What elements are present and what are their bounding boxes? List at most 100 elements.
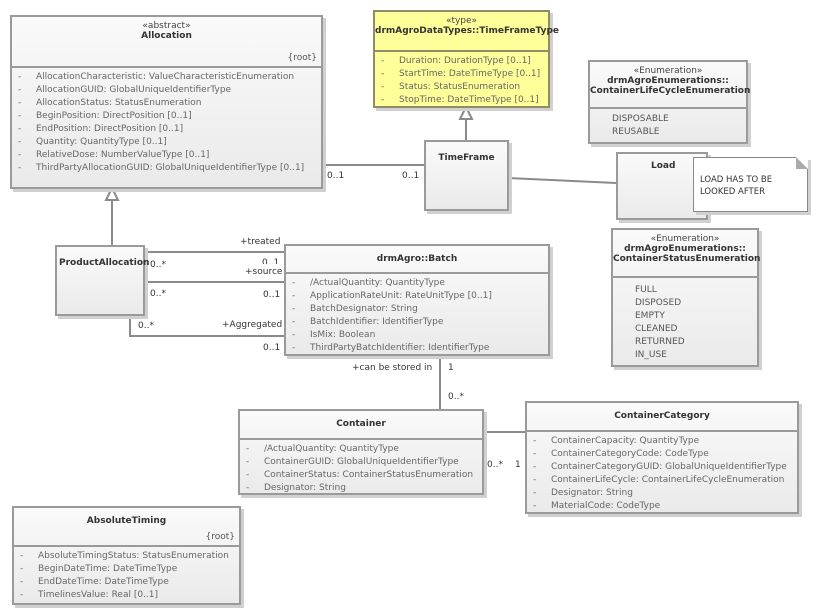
class-containercategory[interactable]: ContainerCategory -ContainerCapacity: Qu… — [525, 401, 799, 514]
class-name: Container — [336, 419, 386, 429]
role-label: +Aggregated — [222, 320, 283, 330]
attribute[interactable]: -Designator: String — [246, 482, 482, 495]
attribute[interactable]: -BatchIdentifier: IdentifierType — [292, 316, 548, 329]
multiplicity: 0..* — [448, 392, 464, 402]
attribute[interactable]: - BeginPosition: DirectPosition [0..1] — [18, 110, 321, 123]
attribute[interactable]: - ThirdPartyBatchIdentifier: IdentifierTy… — [292, 342, 548, 355]
class-name: Allocation — [141, 31, 192, 41]
visibility-marker: - — [533, 488, 537, 498]
attribute[interactable]: - IsMix: Boolean — [292, 329, 548, 342]
enum-containerstatus[interactable]: «Enumeration»drmAgroEnumerations::Contai… — [611, 228, 761, 367]
attribute[interactable]: -ContainerCategoryGUID: GlobalUniqueIden… — [533, 461, 797, 474]
enum-containerlifecycle[interactable]: «Enumeration»drmAgroEnumerations::Contai… — [588, 60, 751, 144]
visibility-marker: - — [292, 304, 296, 314]
class-productallocation[interactable]: ProductAllocation — [55, 245, 150, 316]
attribute-text: ContainerCapacity: QuantityType — [551, 436, 700, 446]
attribute[interactable]: -/ActualQuantity: QuantityType — [246, 443, 482, 456]
attribute[interactable]: -Quantity: QuantityType [0..1] — [18, 136, 321, 149]
attribute-text: Status: StatusEnumeration — [399, 82, 521, 92]
visibility-marker: - — [20, 564, 24, 574]
attribute[interactable]: -RelativeDose: NumberValueType [0..1] — [18, 149, 321, 162]
attribute-text: IsMix: Boolean — [310, 330, 376, 340]
visibility-marker: - — [533, 462, 537, 472]
attribute[interactable]: -ApplicationRateUnit: RateUnitType [0..1… — [292, 290, 548, 303]
enum-name: ContainerLifeCycleEnumeration — [590, 86, 751, 96]
attribute[interactable]: -TimelinesValue: Real [0..1] — [20, 589, 239, 602]
attribute-text: EndPosition: DirectPosition [0..1] — [36, 124, 184, 134]
attribute[interactable]: -EndDateTime: DateTimeType — [20, 576, 239, 589]
role-label: +can be stored in — [352, 363, 433, 373]
attribute[interactable]: -ContainerCapacity: QuantityType — [533, 435, 797, 448]
visibility-marker: - — [18, 111, 22, 121]
class-name: AbsoluteTiming — [86, 516, 167, 526]
attribute[interactable]: - Designator: String — [533, 487, 797, 500]
attribute[interactable]: -AllocationCharacteristic: ValueCharacte… — [18, 71, 321, 84]
class-name: ProductAllocation — [59, 258, 150, 268]
visibility-marker: - — [533, 449, 537, 459]
enum-name: ContainerStatusEnumeration — [613, 254, 761, 264]
visibility-marker: - — [20, 577, 24, 587]
attribute[interactable]: -AllocationGUID: GlobalUniqueIdentifierT… — [18, 84, 321, 97]
attribute[interactable]: -Status: StatusEnumeration — [381, 81, 548, 94]
multiplicity: 1 — [515, 460, 521, 470]
attribute[interactable]: -AbsoluteTimingStatus: StatusEnumeration — [20, 550, 239, 563]
attribute[interactable]: - ContainerLifeCycle: ContainerLifeCycleE… — [533, 474, 797, 487]
class-allocation[interactable]: «abstract»Allocation{root} -AllocationCh… — [10, 15, 323, 189]
visibility-marker: - — [292, 330, 296, 340]
attribute[interactable]: -ContainerCategoryCode: CodeType — [533, 448, 797, 461]
visibility-marker: - — [533, 501, 537, 511]
class-name: ContainerCategory — [614, 411, 710, 421]
attribute-text: Quantity: QuantityType [0..1] — [36, 137, 167, 147]
class-absolutetiming[interactable]: AbsoluteTiming{root} -AbsoluteTimingStat… — [12, 506, 241, 605]
class-name: Load — [651, 161, 676, 171]
attribute[interactable]: - Duration: DurationType [0..1] — [381, 55, 548, 68]
attribute[interactable]: -ContainerGUID: GlobalUniqueIdentifierTy… — [246, 456, 482, 469]
attribute-text: ContainerLifeCycle: ContainerLifeCycleEn… — [551, 475, 785, 485]
attribute-text: ContainerGUID: GlobalUniqueIdentifierTyp… — [264, 457, 459, 467]
class-timeframetype[interactable]: «type»drmAgroDataTypes::TimeFrameType -D… — [373, 10, 559, 108]
enum-literal[interactable]: RETURNED — [635, 337, 685, 347]
attribute-text: BatchIdentifier: IdentifierType — [310, 317, 444, 327]
enum-literal[interactable]: DISPOSABLE — [612, 114, 669, 124]
attribute[interactable]: -BeginDateTime: DateTimeType — [20, 563, 239, 576]
generalization-arrow-icon — [104, 185, 120, 201]
attribute[interactable]: -StopTime: DateTimeType [0..1] — [381, 94, 548, 107]
visibility-marker: - — [533, 475, 537, 485]
class-timeframe[interactable]: TimeFrame — [424, 140, 509, 211]
attribute[interactable]: -BatchDesignator: String — [292, 303, 548, 316]
attribute-text: BeginPosition: DirectPosition [0..1] — [36, 111, 192, 121]
attribute-text: ThirdPartyBatchIdentifier: IdentifierTyp… — [310, 343, 490, 353]
attribute[interactable]: -ThirdPartyAllocationGUID: GlobalUniqueI… — [18, 162, 321, 175]
class-batch[interactable]: drmAgro::Batch -/ActualQuantity: Quantit… — [284, 244, 550, 356]
class-container[interactable]: Container -/ActualQuantity: QuantityType… — [238, 409, 484, 495]
attribute[interactable]: -AllocationStatus: StatusEnumeration — [18, 97, 321, 110]
attribute[interactable]: -ContainerStatus: ContainerStatusEnumera… — [246, 469, 482, 482]
visibility-marker: - — [381, 56, 385, 66]
multiplicity: 0..1 — [327, 171, 345, 181]
multiplicity: 0..1 — [402, 171, 420, 181]
visibility-marker: - — [292, 291, 296, 301]
attribute[interactable]: -EndPosition: DirectPosition [0..1] — [18, 123, 321, 136]
attribute-text: Duration: DurationType [0..1] — [399, 56, 531, 66]
attribute[interactable]: -MaterialCode: CodeType — [533, 500, 797, 513]
class-name: drmAgro::Batch — [376, 254, 458, 264]
visibility-marker: - — [292, 278, 296, 288]
multiplicity: 0..* — [487, 460, 503, 470]
enum-literal[interactable]: FULL — [635, 285, 657, 295]
enum-literal[interactable]: REUSABLE — [612, 127, 660, 137]
note[interactable]: LOAD HAS TO BE LOOKED AFTER — [693, 157, 808, 212]
enum-literal[interactable]: IN_USE — [635, 350, 667, 360]
stereotype: «type» — [445, 16, 478, 26]
enum-literal[interactable]: CLEANED — [635, 324, 678, 334]
enum-namespace: drmAgroEnumerations:: — [624, 244, 746, 254]
visibility-marker: - — [292, 343, 296, 353]
attribute-text: Designator: String — [551, 488, 633, 498]
attribute[interactable]: -/ActualQuantity: QuantityType — [292, 277, 548, 290]
stereotype: «Enumeration» — [650, 234, 720, 244]
enum-literal[interactable]: EMPTY — [635, 311, 665, 321]
class-name: TimeFrame — [438, 153, 495, 163]
enum-literal[interactable]: DISPOSED — [635, 298, 682, 308]
multiplicity: 0..1 — [263, 343, 281, 353]
attribute[interactable]: -StartTime: DateTimeType [0..1] — [381, 68, 548, 81]
